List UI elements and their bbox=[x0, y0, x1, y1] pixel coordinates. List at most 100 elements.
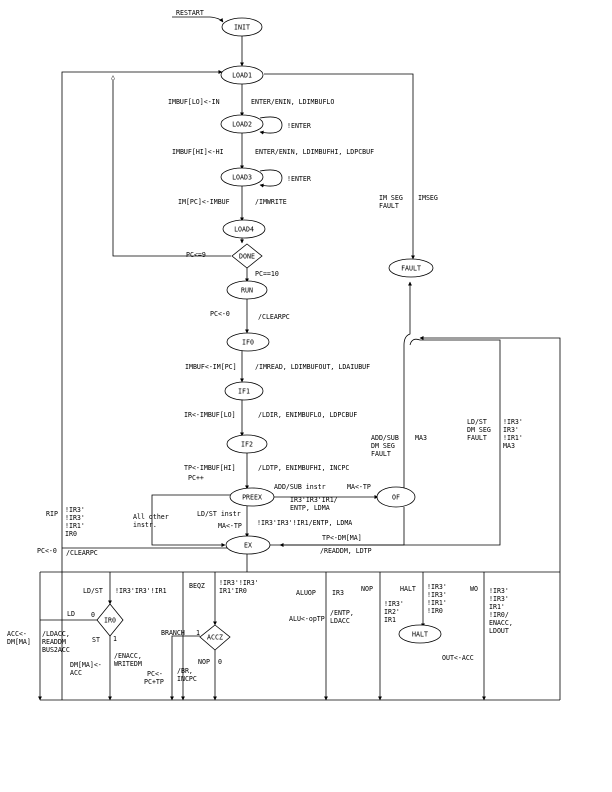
state-if1: IF1 bbox=[224, 381, 264, 401]
label-allother2: instr. bbox=[133, 521, 157, 529]
label-h3: !IR1' bbox=[427, 599, 447, 607]
label-ir3c: IR3 bbox=[332, 589, 344, 597]
label-pc9: PC<=9 bbox=[186, 251, 206, 259]
state-ex-label: EX bbox=[244, 542, 252, 550]
label-ldtp: /LDTP, ENIMBUFHI, INCPC bbox=[258, 464, 349, 472]
transition-labels: RESTART IMBUF[LO]<-IN ENTER/ENIN, LDIMBU… bbox=[7, 9, 523, 686]
label-hb2: IR2' bbox=[384, 608, 400, 616]
label-imread: /IMREAD, LDIMBUFOUT, LDAIUBUF bbox=[255, 363, 370, 371]
label-h2: !IR3' bbox=[427, 591, 447, 599]
state-done: DONE bbox=[231, 243, 263, 269]
state-accz-label: ACCZ bbox=[207, 634, 223, 642]
label-branch: BRANCH bbox=[161, 629, 185, 637]
state-if1-label: IF1 bbox=[238, 388, 250, 396]
label-ir0a: IR0 bbox=[65, 530, 77, 538]
label-nir3d: !IR3' bbox=[65, 514, 85, 522]
state-load2-label: LOAD2 bbox=[232, 121, 252, 129]
state-if0: IF0 bbox=[226, 332, 270, 352]
label-readdm: /READDM, LDTP bbox=[320, 547, 372, 555]
label-imwrite: /IMWRITE bbox=[255, 198, 287, 206]
label-ir3ir3: IR3'IR3'IR1/ bbox=[290, 496, 338, 504]
label-ldstinstr: LD/ST instr bbox=[197, 510, 241, 518]
label-fault1: FAULT bbox=[379, 202, 399, 210]
label-aluoptp: ALU<-opTP bbox=[289, 615, 325, 623]
state-of: OF bbox=[376, 486, 416, 508]
label-pcpp: PC++ bbox=[188, 474, 204, 482]
label-restart: RESTART bbox=[176, 9, 204, 17]
state-load2: LOAD2 bbox=[220, 114, 264, 134]
label-clearpc: /CLEARPC bbox=[258, 313, 290, 321]
label-nenter1: !ENTER bbox=[287, 122, 311, 130]
label-h4: !IR0 bbox=[427, 607, 443, 615]
label-st: ST bbox=[92, 636, 100, 644]
state-nodes: INIT LOAD1 LOAD2 LOAD3 LOAD4 DONE RUN I bbox=[96, 17, 442, 651]
label-tpdm: TP<-DM[MA] bbox=[322, 534, 362, 542]
state-run-label: RUN bbox=[241, 287, 253, 295]
label-one1: 1 bbox=[113, 635, 117, 643]
label-allother1: All other bbox=[133, 513, 169, 521]
label-w6: LDOUT bbox=[489, 627, 509, 635]
label-enter1: ENTER/ENIN, LDIMBUFLO bbox=[251, 98, 334, 106]
label-pc0: PC<-0 bbox=[210, 310, 230, 318]
label-w3: IR1' bbox=[489, 603, 505, 611]
label-br1: /BR, bbox=[177, 667, 193, 675]
state-ex: EX bbox=[225, 535, 271, 555]
label-w2: !IR3' bbox=[489, 595, 509, 603]
label-ldacc2: READDM bbox=[42, 638, 66, 646]
label-pc0b: PC<-0 bbox=[37, 547, 57, 555]
label-ldst1: LD/ST bbox=[467, 418, 487, 426]
state-run: RUN bbox=[226, 280, 268, 300]
state-load4: LOAD4 bbox=[222, 219, 266, 239]
label-dmseg1: DM SEG bbox=[371, 442, 395, 450]
transition-lines bbox=[38, 16, 561, 701]
label-zero1: 0 bbox=[91, 611, 95, 619]
label-dmma2: ACC bbox=[70, 669, 82, 677]
label-clearpc2: /CLEARPC bbox=[66, 549, 98, 557]
state-of-label: OF bbox=[392, 494, 400, 502]
state-done-label: DONE bbox=[239, 253, 255, 261]
label-outacc: OUT<-ACC bbox=[442, 654, 474, 662]
label-fault3: FAULT bbox=[467, 434, 487, 442]
label-dmma1: DM[MA]<- bbox=[70, 661, 102, 669]
label-nir3c: !IR3' bbox=[65, 506, 85, 514]
label-entp1: /ENTP, bbox=[330, 609, 354, 617]
state-init: INIT bbox=[221, 17, 263, 37]
label-nop: NOP bbox=[361, 585, 373, 593]
label-ldacc3: BUS2ACC bbox=[42, 646, 70, 654]
label-addsubinstr: ADD/SUB instr bbox=[274, 483, 326, 491]
label-matp1: MA<-TP bbox=[347, 483, 371, 491]
state-if0-label: IF0 bbox=[242, 339, 254, 347]
state-preex: PREEX bbox=[229, 487, 275, 507]
label-ldir: /LDIR, ENIMBUFLO, LDPCBUF bbox=[258, 411, 357, 419]
label-entpldma2: !IR3'IR3'!IR1/ENTP, LDMA bbox=[257, 519, 352, 527]
label-nop2: NOP bbox=[198, 658, 210, 666]
label-enacc2: WRITEDM bbox=[114, 660, 142, 668]
state-halt-label: HALT bbox=[412, 631, 428, 639]
label-ldst2: LD/ST bbox=[83, 587, 103, 595]
label-nenter2: !ENTER bbox=[287, 175, 311, 183]
label-w5: ENACC, bbox=[489, 619, 513, 627]
state-accz: ACCZ bbox=[199, 624, 231, 651]
state-load1: LOAD1 bbox=[220, 65, 264, 85]
label-hb3: IR1 bbox=[384, 616, 396, 624]
state-load1-label: LOAD1 bbox=[232, 72, 252, 80]
label-pctp1: PC<- bbox=[147, 670, 163, 678]
label-enter2: ENTER/ENIN, LDIMBUFHI, LDPCBUF bbox=[255, 148, 374, 156]
state-load3-label: LOAD3 bbox=[232, 174, 252, 182]
label-nir1b: !IR1' bbox=[65, 522, 85, 530]
label-enacc1: /ENACC, bbox=[114, 652, 142, 660]
label-imbufhi: IMBUF[HI]<-HI bbox=[172, 148, 224, 156]
label-ir1ir0: IR1'IR0 bbox=[219, 587, 247, 595]
label-accdm1: ACC<- bbox=[7, 630, 27, 638]
label-ld: LD bbox=[67, 610, 75, 618]
label-zero2: 0 bbox=[218, 658, 222, 666]
label-accdm2: DM[MA] bbox=[7, 638, 31, 646]
label-entp2: LDACC bbox=[330, 617, 350, 625]
label-imseg1: IM SEG bbox=[379, 194, 403, 202]
label-pctp2: PC+TP bbox=[144, 678, 164, 686]
label-wo: WO bbox=[470, 585, 478, 593]
label-nir3a: !IR3' bbox=[503, 418, 523, 426]
label-entpldma1: ENTP, LDMA bbox=[290, 504, 330, 512]
label-addsub1: ADD/SUB bbox=[371, 434, 399, 442]
